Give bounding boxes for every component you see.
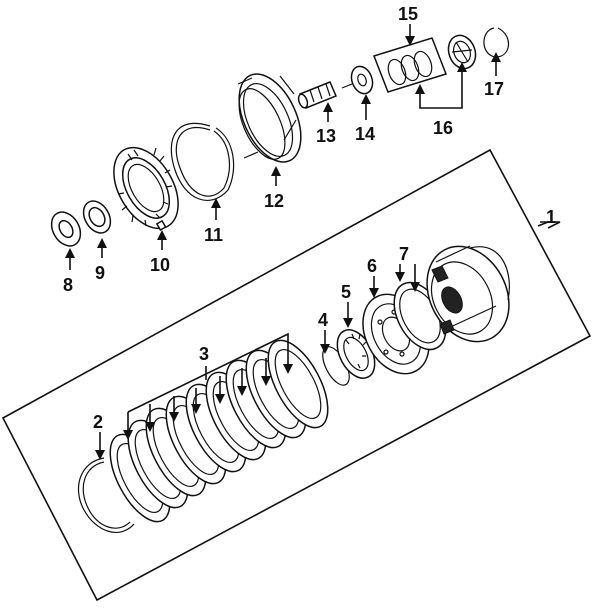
part-2-snap-ring[interactable] [77, 457, 135, 533]
part-10-sprag-clutch[interactable] [101, 136, 192, 239]
part-5-spring-retainer[interactable] [330, 324, 383, 385]
part-13-pin[interactable] [297, 81, 337, 109]
part-8-washer[interactable] [46, 207, 87, 251]
assembly-outline-box [1, 148, 592, 602]
clutch-plate-stack[interactable] [98, 331, 340, 530]
callout-6: 6 [367, 256, 377, 276]
callout-9: 9 [95, 263, 105, 283]
part-17-snap-ring[interactable] [483, 27, 510, 58]
callout-15: 15 [398, 4, 418, 24]
part-14-nut[interactable] [341, 63, 376, 96]
part-1-housing[interactable] [411, 232, 525, 356]
callout-12: 12 [264, 191, 284, 211]
callout-10: 10 [150, 255, 170, 275]
callout-3: 3 [199, 344, 209, 364]
callout-4: 4 [318, 310, 328, 330]
callout-1: 1 [546, 207, 556, 227]
callout-8: 8 [63, 275, 73, 295]
callout-16: 16 [433, 118, 453, 138]
part-12-drum[interactable] [227, 64, 314, 171]
callout-14: 14 [355, 124, 375, 144]
callout-leaders [65, 24, 561, 460]
callout-17: 17 [484, 79, 504, 99]
part-11-snap-ring[interactable] [170, 122, 235, 201]
callout-2: 2 [93, 412, 103, 432]
part-15-seal-kit[interactable] [373, 37, 447, 93]
callout-5: 5 [341, 282, 351, 302]
callout-11: 11 [204, 225, 223, 245]
callout-13: 13 [316, 126, 336, 146]
callout-7: 7 [399, 244, 409, 264]
part-9-washer[interactable] [78, 196, 116, 237]
part-16-piston[interactable] [444, 32, 480, 73]
